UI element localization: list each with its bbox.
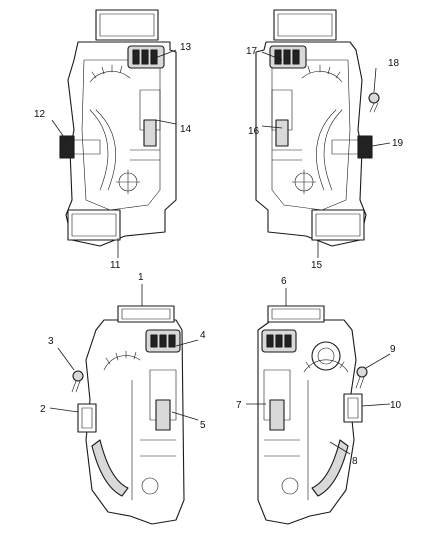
- callout-1: 1: [138, 272, 144, 283]
- latch-assembly-top-left: [59, 9, 177, 247]
- callout-16: 16: [248, 126, 260, 137]
- latch-assembly-bottom-left: [71, 305, 185, 525]
- callout-15: 15: [311, 260, 323, 271]
- callout-9: 9: [390, 344, 396, 355]
- callout-17: 17: [246, 46, 258, 57]
- callout-19: 19: [392, 138, 404, 149]
- callout-2: 2: [40, 404, 46, 415]
- callout-11: 11: [110, 260, 121, 271]
- latch-assembly-top-right: [255, 9, 380, 247]
- callout-6: 6: [281, 276, 287, 287]
- callout-4: 4: [200, 330, 206, 341]
- callout-10: 10: [390, 400, 402, 411]
- latch-assembly-bottom-right: [257, 305, 368, 525]
- callout-8: 8: [352, 456, 358, 467]
- callout-3: 3: [48, 336, 54, 347]
- callout-14: 14: [180, 124, 192, 135]
- callout-5: 5: [200, 420, 206, 431]
- callout-18: 18: [388, 58, 400, 69]
- callout-12: 12: [34, 109, 46, 120]
- callout-7: 7: [236, 400, 242, 411]
- callout-labels: 1 2 3 4 5 6 7 8 9 10 11 12 13 14 15 16 1…: [34, 42, 404, 467]
- leader-lines: [49, 49, 391, 455]
- callout-13: 13: [180, 42, 192, 53]
